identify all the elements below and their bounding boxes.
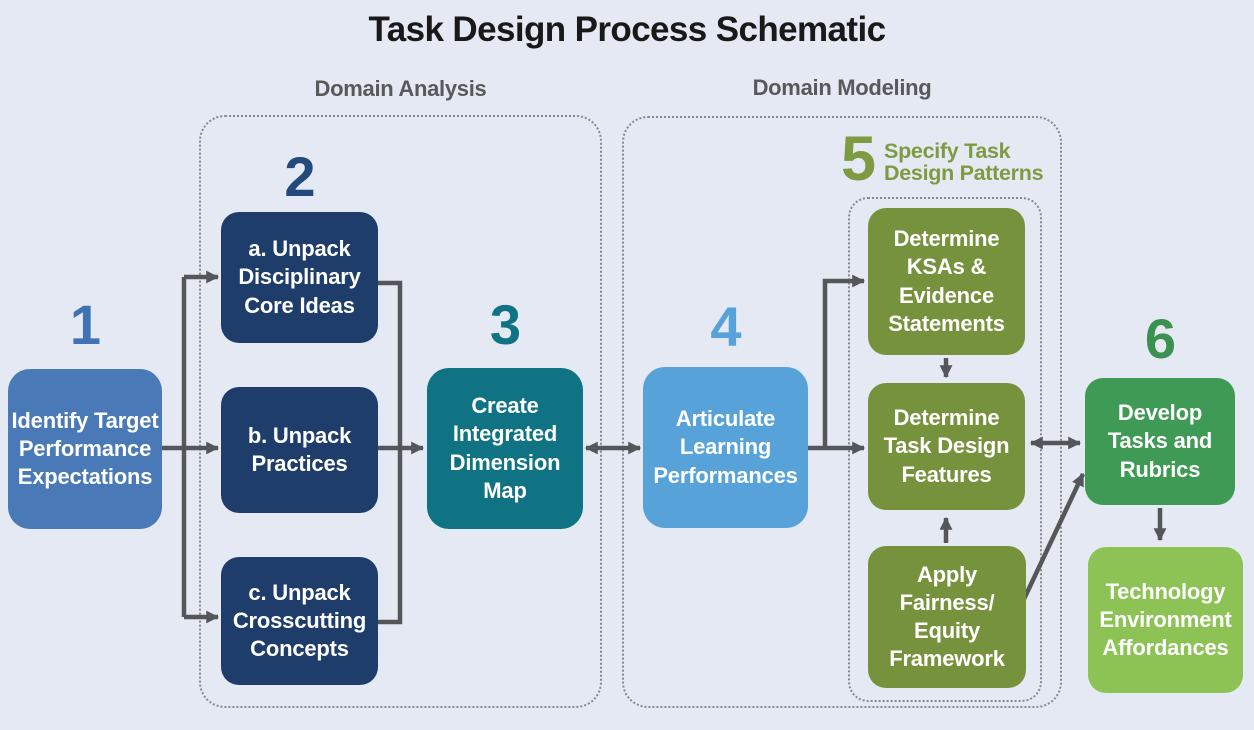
- domain-modeling-region: [622, 116, 1062, 708]
- domain-analysis-region: [199, 115, 602, 708]
- step-1-box: Identify Target Performance Expectations: [8, 369, 162, 529]
- technology-environment-box: Technology Environment Affordances: [1088, 547, 1243, 693]
- step-5-number: 5: [841, 124, 876, 194]
- page-title: Task Design Process Schematic: [368, 10, 887, 49]
- domain-modeling-label: Domain Modeling: [752, 75, 932, 100]
- step-6-number: 6: [1144, 307, 1176, 370]
- domain-analysis-label: Domain Analysis: [314, 76, 487, 101]
- step-5a-box: Determine KSAs & Evidence Statements: [868, 208, 1025, 355]
- step-4-number: 4: [710, 295, 741, 358]
- step-5-heading: 5 Specify Task Design Patterns: [841, 124, 1044, 194]
- step-2-number: 2: [284, 145, 315, 208]
- step-4-box: Articulate Learning Performances: [643, 367, 808, 528]
- step-2a-box: a. Unpack Disciplinary Core Ideas: [221, 212, 378, 343]
- step-6-box: Develop Tasks and Rubrics: [1085, 378, 1235, 505]
- step-3-number: 3: [489, 293, 521, 356]
- step-5-label: Specify Task Design Patterns: [884, 139, 1044, 186]
- step-5c-box: Apply Fairness/ Equity Framework: [868, 546, 1026, 688]
- step-5b-box: Determine Task Design Features: [868, 383, 1025, 510]
- step-3-box: Create Integrated Dimension Map: [427, 368, 583, 529]
- step-2b-box: b. Unpack Practices: [221, 387, 378, 513]
- step-1-number: 1: [69, 293, 101, 356]
- step-2c-box: c. Unpack Crosscutting Concepts: [221, 557, 378, 685]
